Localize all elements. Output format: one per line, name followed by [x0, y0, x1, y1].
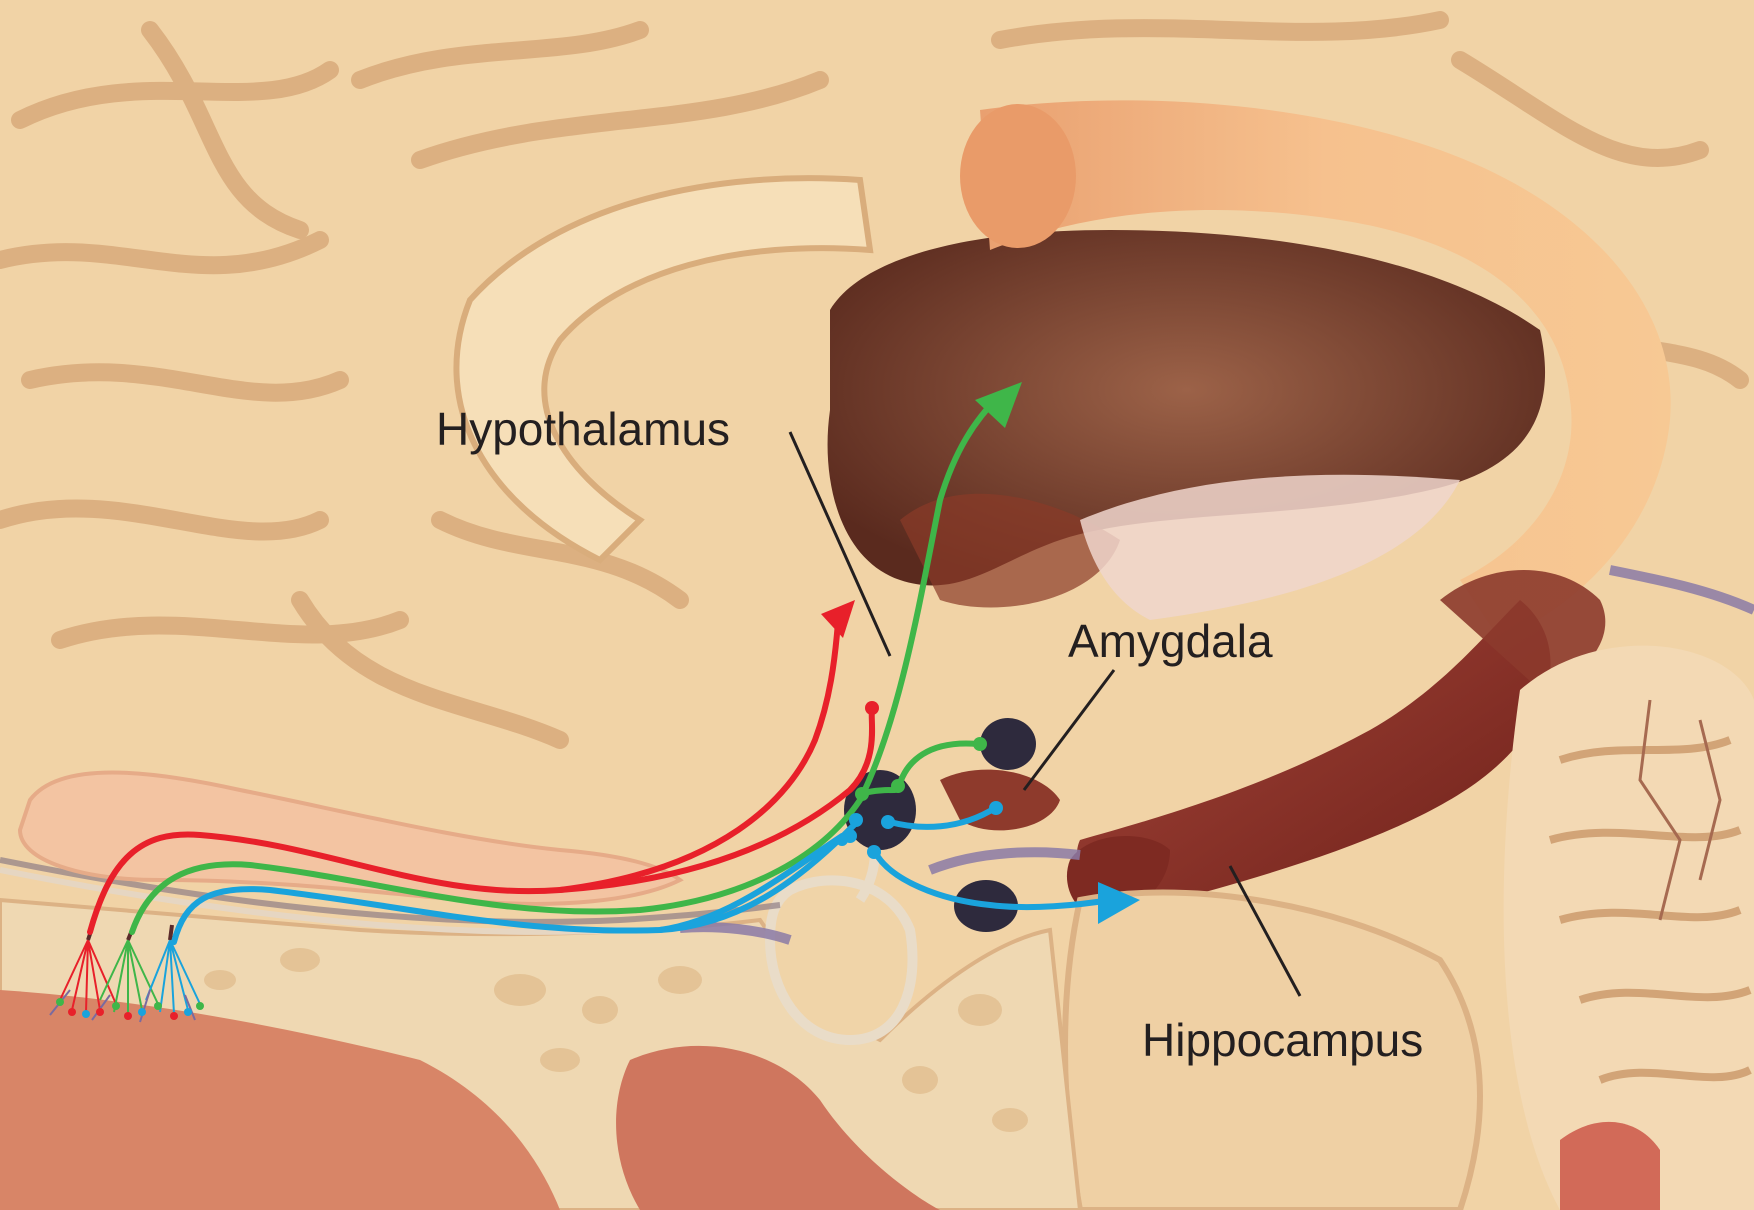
pathway-red-to-hypothalamus-dot: [87, 707, 876, 935]
pathway-blue-to-hippocampus: [872, 849, 1113, 911]
fornix-white-matter: [1080, 474, 1460, 620]
red-arrowhead: [821, 600, 855, 638]
pathway-blue-to-amygdala: [887, 805, 998, 830]
hippocampus-leader: [1228, 865, 1302, 997]
hypothalamus-label: Hypothalamus: [436, 403, 731, 455]
pathway-red-to-hypothalamus-arrow: [557, 619, 841, 893]
cingulate-gyrus: [453, 175, 874, 564]
green-arrowhead: [975, 382, 1022, 428]
pathway-green-to-cortex: [129, 392, 1003, 935]
leader-lines: [788, 431, 1302, 997]
amygdala-nucleus: [980, 718, 1036, 770]
amygdala-label: Amygdala: [1068, 615, 1273, 667]
hippocampus-label: Hippocampus: [1142, 1014, 1424, 1066]
pituitary-gland: [764, 875, 918, 1046]
pathway-terminals: [836, 701, 1003, 859]
olfactory-pathways: [87, 392, 1113, 945]
nasal-tissue: [0, 990, 560, 1210]
pathway-arrowheads: [821, 382, 1140, 924]
hypothalamus-leader: [788, 431, 892, 657]
amygdala-leader: [1022, 669, 1116, 791]
bone-trabeculae: [204, 948, 1028, 1132]
corpus-callosum-genu: [960, 104, 1076, 248]
corpus-callosum: [980, 100, 1671, 641]
hippocampus: [1076, 600, 1551, 913]
amygdala: [940, 769, 1060, 831]
blue-arrowhead: [1098, 882, 1140, 924]
cerebellum: [1503, 645, 1754, 1210]
pathway-blue-main: [171, 821, 858, 945]
sphenoid-sinus-tissue: [616, 1045, 940, 1210]
